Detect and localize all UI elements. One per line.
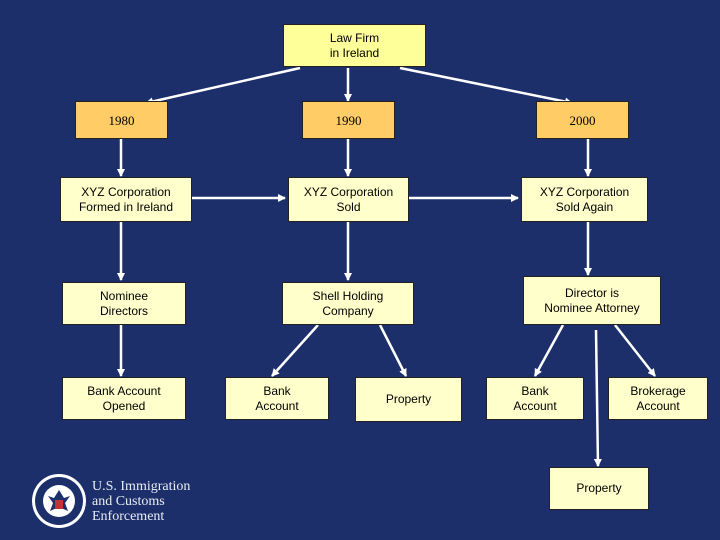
ice-logo: U.S. Immigration and Customs Enforcement bbox=[30, 472, 215, 530]
arrow-director-to-property bbox=[593, 329, 602, 467]
bank-account-box-2: Bank Account bbox=[486, 377, 584, 420]
sold-again-box: XYZ Corporation Sold Again bbox=[521, 177, 648, 222]
director-attorney-box: Director is Nominee Attorney bbox=[523, 276, 661, 325]
arrow-law-to-2000 bbox=[399, 66, 573, 106]
year-1980-box: 1980 bbox=[75, 101, 168, 139]
arrow-law-to-1980 bbox=[145, 66, 301, 106]
year-1990-box: 1990 bbox=[302, 101, 395, 139]
property-box-2: Property bbox=[549, 467, 649, 510]
law-firm-box: Law Firm in Ireland bbox=[283, 24, 426, 67]
arrow-shell-to-bank bbox=[271, 324, 319, 377]
brokerage-account-box: Brokerage Account bbox=[608, 377, 708, 420]
bank-account-box: Bank Account bbox=[225, 377, 329, 420]
property-box: Property bbox=[355, 377, 462, 422]
arrow-director-to-bank bbox=[533, 324, 565, 377]
sold-box: XYZ Corporation Sold bbox=[288, 177, 409, 222]
nominee-directors-box: Nominee Directors bbox=[62, 282, 186, 325]
dhs-seal-icon bbox=[32, 474, 86, 528]
year-2000-box: 2000 bbox=[536, 101, 629, 139]
agency-name: U.S. Immigration and Customs Enforcement bbox=[92, 479, 191, 524]
bank-opened-box: Bank Account Opened bbox=[62, 377, 186, 420]
arrow-director-to-brokerage bbox=[614, 324, 656, 377]
shell-holding-box: Shell Holding Company bbox=[282, 282, 414, 325]
formed-box: XYZ Corporation Formed in Ireland bbox=[60, 177, 192, 222]
arrow-shell-to-property bbox=[378, 324, 408, 377]
